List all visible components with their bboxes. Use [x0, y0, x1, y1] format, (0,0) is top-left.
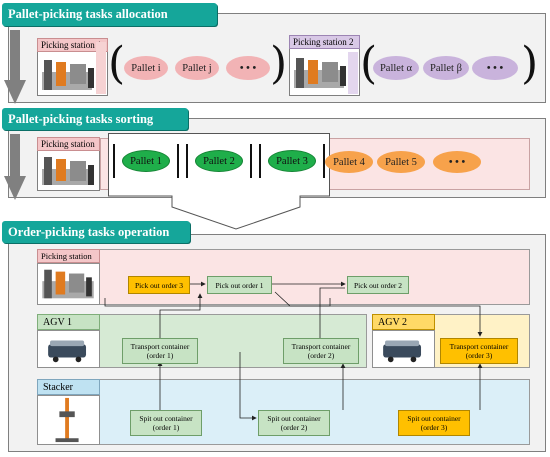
spit-2-line2: (order 2) — [280, 423, 308, 432]
bracket-3 — [259, 144, 325, 178]
transport-container-order-1: Transport container (order 1) — [122, 338, 198, 364]
sorting-banner: Pallet-picking tasks sorting — [2, 108, 188, 130]
spit-out-container-order-3: Spit out container (order 3) — [398, 410, 470, 436]
spit-1-line1: Spit out container — [139, 414, 193, 423]
down-arrow-2 — [4, 134, 26, 200]
spit-3-line2: (order 3) — [420, 423, 448, 432]
transport-3-line1: Transport container — [449, 342, 509, 351]
transport-2-line1: Transport container — [291, 342, 351, 351]
transport-container-order-3: Transport container (order 3) — [440, 338, 518, 364]
station-lane-label: Picking station — [37, 249, 100, 263]
pick-out-order-1: Pick out order 1 — [207, 276, 272, 294]
ellipsis-3: • • • — [433, 151, 481, 173]
agv1-label: AGV 1 — [37, 314, 100, 330]
ellipsis-2: • • • — [472, 56, 518, 80]
pallet-5: Pallet 5 — [377, 151, 425, 173]
pallet-j: Pallet j — [175, 56, 219, 80]
open-paren-2: ( — [360, 38, 378, 89]
transport-container-order-2: Transport container (order 2) — [283, 338, 359, 364]
pick-out-order-3: Pick out order 3 — [128, 276, 190, 294]
pallet-3: Pallet 3 — [268, 150, 316, 172]
pallet-i: Pallet i — [124, 56, 168, 80]
sorting-robot-icon — [42, 157, 94, 185]
spit-1-line2: (order 1) — [152, 423, 180, 432]
operation-banner: Order-picking tasks operation — [2, 221, 190, 243]
spit-2-line1: Spit out container — [267, 414, 321, 423]
open-paren-1: ( — [108, 38, 126, 89]
stacker-crane-icon — [37, 395, 100, 445]
spit-3-line1: Spit out container — [407, 414, 461, 423]
purple-fill-2 — [348, 52, 358, 94]
pick-out-order-2: Pick out order 2 — [347, 276, 409, 294]
picking-station-robot-icon-2 — [294, 58, 346, 88]
bracket-2 — [186, 144, 252, 178]
spit-out-container-order-1: Spit out container (order 1) — [130, 410, 202, 436]
close-paren-2: ) — [521, 38, 539, 89]
ellipsis-1: • • • — [226, 56, 270, 80]
transport-1-line1: Transport container — [130, 342, 190, 351]
pallet-1: Pallet 1 — [122, 150, 170, 172]
transport-1-line2: (order 1) — [146, 351, 174, 360]
picking-station-2-label: Picking station 2 — [289, 35, 360, 49]
agv1-vehicle-icon — [37, 330, 100, 368]
picking-station-robot-icon — [42, 60, 94, 90]
transport-3-line2: (order 3) — [465, 351, 493, 360]
sorting-picking-station-label: Picking station — [37, 137, 100, 151]
stacker-label: Stacker — [37, 379, 100, 395]
transport-2-line2: (order 2) — [307, 351, 335, 360]
picking-station-1-label: Picking station 1 — [37, 38, 108, 52]
allocation-banner: Pallet-picking tasks allocation — [2, 3, 217, 26]
down-arrow-1 — [4, 30, 26, 104]
close-paren-1: ) — [270, 38, 288, 89]
station-lane-robot-icon — [37, 263, 100, 305]
station-lane — [37, 249, 530, 305]
agv2-vehicle-icon — [372, 330, 435, 368]
agv2-label: AGV 2 — [372, 314, 435, 330]
bracket-1 — [113, 144, 179, 178]
pink-fill-1 — [96, 42, 106, 94]
spit-out-container-order-2: Spit out container (order 2) — [258, 410, 330, 436]
pallet-2: Pallet 2 — [195, 150, 243, 172]
pallet-4: Pallet 4 — [325, 151, 373, 173]
pallet-beta: Pallet β — [423, 56, 469, 80]
pallet-alpha: Pallet α — [373, 56, 419, 80]
